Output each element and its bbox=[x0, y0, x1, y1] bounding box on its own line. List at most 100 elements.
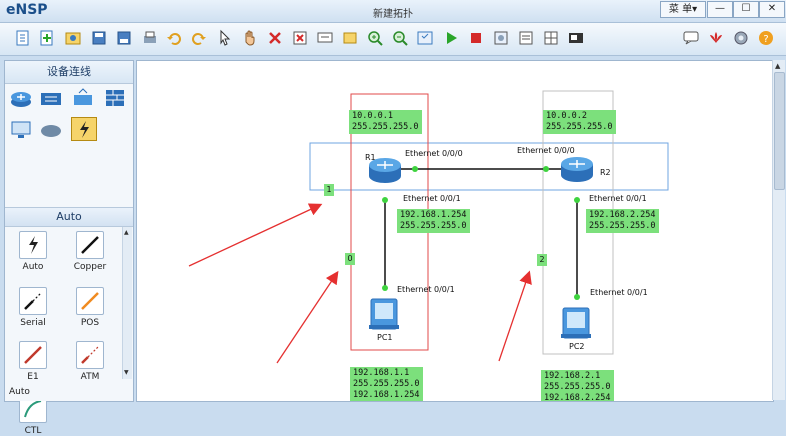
port-dot bbox=[574, 294, 580, 300]
rectangle-icon[interactable] bbox=[341, 29, 359, 47]
capture-icon[interactable] bbox=[492, 29, 510, 47]
hand-drag-icon[interactable] bbox=[241, 29, 259, 47]
cable-e1[interactable]: E1 bbox=[11, 341, 55, 393]
scroll-up-icon[interactable]: ▲ bbox=[124, 229, 129, 236]
window-title: 新建拓扑 bbox=[373, 9, 413, 20]
wireless-category-icon[interactable] bbox=[71, 87, 95, 109]
menu-button[interactable]: 菜 单▾ bbox=[660, 1, 706, 18]
zoom-out-icon[interactable] bbox=[391, 29, 409, 47]
huawei-icon[interactable] bbox=[707, 29, 725, 47]
r1-lan-label: 192.168.1.254 255.255.255.0 bbox=[397, 209, 470, 233]
cable-auto[interactable]: Auto bbox=[11, 231, 55, 283]
pc2-ip: 192.168.2.1 bbox=[544, 371, 601, 381]
pc1-ip: 192.168.1.1 bbox=[353, 368, 410, 378]
panel-title: 设备连线 bbox=[5, 61, 133, 84]
cable-copper[interactable]: Copper bbox=[68, 231, 112, 283]
delete-icon[interactable] bbox=[266, 29, 284, 47]
panel-scrollbar[interactable]: ▲ ▼ bbox=[122, 227, 132, 379]
cloud-category-icon[interactable] bbox=[39, 119, 63, 141]
r2-wan-ip: 10.0.0.2 bbox=[546, 111, 587, 121]
r2-if-eth000: Ethernet 0/0/0 bbox=[517, 146, 575, 155]
cable-atm[interactable]: ATM bbox=[68, 341, 112, 393]
undo-icon[interactable] bbox=[165, 29, 183, 47]
r1-lan-mask: 255.255.255.0 bbox=[400, 221, 467, 231]
pc-category-icon[interactable] bbox=[9, 119, 33, 141]
pc1-ip-label: 192.168.1.1 255.255.255.0 192.168.1.254 bbox=[350, 367, 423, 401]
title-bar: eNSP 新建拓扑 菜 单▾ — ☐ ✕ bbox=[0, 0, 786, 23]
delete-all-icon[interactable] bbox=[291, 29, 309, 47]
canvas-scrollbar[interactable]: ▲ bbox=[772, 60, 785, 400]
router-category-icon[interactable] bbox=[9, 87, 33, 109]
cable-label: POS bbox=[80, 318, 100, 328]
help-icon[interactable]: ? bbox=[757, 29, 775, 47]
text-comment-icon[interactable] bbox=[316, 29, 334, 47]
port-dot bbox=[382, 285, 388, 291]
console-icon[interactable] bbox=[517, 29, 535, 47]
cable-label: ATM bbox=[80, 372, 100, 382]
r1-wan-ip: 10.0.0.1 bbox=[352, 111, 393, 121]
pc1-gw: 192.168.1.254 bbox=[353, 390, 420, 400]
minimize-button[interactable]: — bbox=[707, 1, 733, 18]
router-r2-icon bbox=[561, 157, 593, 182]
pc1-mask: 255.255.255.0 bbox=[353, 379, 420, 389]
start-device-icon[interactable] bbox=[442, 29, 460, 47]
cable-label: CTL bbox=[24, 426, 42, 436]
restore-button[interactable]: ☐ bbox=[733, 1, 759, 18]
pc1-name: PC1 bbox=[377, 333, 393, 342]
pc2-ip-label: 192.168.2.1 255.255.255.0 192.168.2.254 bbox=[541, 370, 614, 402]
pc1-if: Ethernet 0/0/1 bbox=[397, 285, 455, 294]
print-icon[interactable] bbox=[141, 29, 159, 47]
open-icon[interactable] bbox=[64, 29, 82, 47]
r2-wan-label: 10.0.0.2 255.255.255.0 bbox=[543, 110, 616, 134]
select-pointer-icon[interactable] bbox=[216, 29, 234, 47]
save-icon[interactable] bbox=[90, 29, 108, 47]
annotation-arrow bbox=[188, 203, 323, 267]
r2-lan-ip: 192.168.2.254 bbox=[589, 210, 656, 220]
close-button[interactable]: ✕ bbox=[759, 1, 785, 18]
redo-icon[interactable] bbox=[190, 29, 208, 47]
bottom-tab-label: Auto bbox=[9, 387, 30, 397]
save-as-icon[interactable] bbox=[115, 29, 133, 47]
cable-serial[interactable]: Serial bbox=[11, 287, 55, 339]
topology-drawing bbox=[188, 90, 669, 364]
pc2-icon bbox=[561, 307, 591, 339]
zoom-in-icon[interactable] bbox=[366, 29, 384, 47]
router-r1-icon bbox=[369, 158, 401, 183]
pc1-icon bbox=[369, 298, 399, 330]
r2-lan-label: 192.168.2.254 255.255.255.0 bbox=[586, 209, 659, 233]
scroll-down-icon[interactable]: ▼ bbox=[124, 369, 129, 376]
stop-device-icon[interactable] bbox=[467, 29, 485, 47]
pc2-gw: 192.168.2.254 bbox=[544, 393, 611, 402]
annotation-arrow bbox=[498, 270, 532, 362]
r1-name: R1 bbox=[365, 153, 376, 162]
r2-name: R2 bbox=[600, 168, 611, 177]
scroll-thumb[interactable] bbox=[774, 72, 785, 190]
cable-label: E1 bbox=[27, 372, 39, 382]
grid-icon[interactable] bbox=[542, 29, 560, 47]
screenshot-icon[interactable] bbox=[567, 29, 585, 47]
area-label-2: 2 bbox=[537, 254, 547, 266]
toolbar: ? bbox=[0, 23, 786, 56]
annotation-arrow bbox=[276, 270, 339, 364]
r1-if-eth001: Ethernet 0/0/1 bbox=[403, 194, 461, 203]
fit-view-icon[interactable] bbox=[416, 29, 434, 47]
app-logo: eNSP bbox=[6, 2, 48, 18]
new-file-icon[interactable] bbox=[38, 29, 56, 47]
section-header: Auto bbox=[5, 207, 133, 227]
switch-category-icon[interactable] bbox=[39, 87, 63, 109]
new-topology-icon[interactable] bbox=[14, 29, 32, 47]
settings-gear-icon[interactable] bbox=[732, 29, 750, 47]
pc2-name: PC2 bbox=[569, 342, 585, 351]
firewall-category-icon[interactable] bbox=[103, 87, 127, 109]
cable-label: Copper bbox=[73, 262, 107, 272]
r1-wan-mask: 255.255.255.0 bbox=[352, 122, 419, 132]
message-icon[interactable] bbox=[682, 29, 700, 47]
scroll-up-icon[interactable]: ▲ bbox=[775, 62, 781, 70]
cable-pos[interactable]: POS bbox=[68, 287, 112, 339]
pc2-if: Ethernet 0/0/1 bbox=[590, 288, 648, 297]
r2-wan-mask: 255.255.255.0 bbox=[546, 122, 613, 132]
topology-canvas[interactable]: 10.0.0.1 255.255.255.0 R1 Ethernet 0/0/0… bbox=[136, 60, 774, 402]
connection-category-icon[interactable] bbox=[71, 117, 97, 141]
cable-label: Auto bbox=[22, 262, 44, 272]
area-label-0: 0 bbox=[345, 253, 355, 265]
